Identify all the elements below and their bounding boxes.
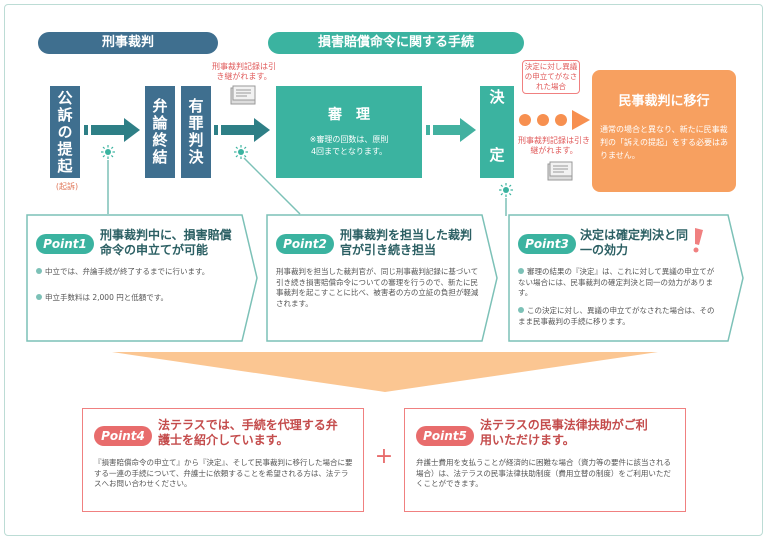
trial-title: 審 理 [328, 107, 370, 123]
sun-icon-1 [101, 145, 115, 159]
point3-bullet-2: この決定に対し、異議の申立てがなされた場合は、そのまま民事裁判の手続に移ります。 [518, 306, 715, 326]
point3-badge: Point3 [518, 234, 576, 254]
civil-body: 通常の場合と異なり、新たに民事裁判の「訴えの提起」をする必要はありません。 [600, 125, 728, 160]
decision-box: 決 定 [480, 86, 514, 178]
indictment-box: 公訴の提起 [50, 86, 80, 178]
civil-trial-box: 民事裁判に移行 通常の場合と異なり、新たに民事裁判の「訴えの提起」をする必要はあ… [592, 70, 736, 192]
exclamation-icon [693, 228, 703, 253]
point3-title: 決定は確定判決と同一の効力 [580, 228, 689, 257]
header-criminal-trial: 刑事裁判 [38, 32, 218, 54]
header-compensation-procedure: 損害賠償命令に関する手続 [268, 32, 524, 54]
point1-bullet-1: 中立では、弁論手続が終了するまでに行います。 [36, 267, 236, 278]
point5-badge: Point5 [416, 426, 474, 446]
objection-note: 決定に対し異議の申立てがなされた場合 [522, 60, 580, 94]
sun-icon-2 [234, 145, 248, 159]
guilty-verdict-box: 有罪判決 [181, 86, 211, 178]
connector-lines [107, 157, 507, 216]
dots-arrow [519, 110, 590, 130]
plus-sign: + [374, 444, 394, 469]
document-stack-icon-2 [547, 161, 573, 181]
trial-box: 審 理 ※審理の回数は、原則 4回までとなります。 [276, 86, 422, 178]
point4-body: 『損害賠償命令の申立て』から『決定』、そして民事裁判に移行した場合に要する一連の… [94, 458, 353, 488]
point5-box [404, 408, 686, 512]
page-frame [4, 4, 763, 536]
civil-title: 民事裁判に移行 [618, 94, 710, 109]
sun-icon-3 [499, 183, 513, 197]
point2-badge: Point2 [276, 234, 334, 254]
point5-body: 弁護士費用を支払うことが経済的に困難な場合（資力等の要件に該当される場合）は、法… [416, 458, 671, 488]
point2-title: 刑事裁判を担当した裁判官が引き続き担当 [340, 228, 473, 257]
point2-body: 刑事裁判を担当した裁判官が、同じ刑事裁判記録に基づいて引き続き損害賠償命令につい… [276, 267, 479, 308]
closing-box: 弁論終結 [145, 86, 175, 178]
point1-bullet-2: 申立手数料は 2,000 円と低額です。 [36, 293, 236, 304]
point4-badge: Point4 [94, 426, 152, 446]
indictment-note: (起訴) [55, 182, 79, 191]
point4-title: 法テラスでは、手続を代理する弁護士を紹介しています。 [158, 418, 338, 447]
point1-title: 刑事裁判中に、損害賠償命令の申立てが可能 [100, 228, 232, 257]
point4-box [82, 408, 364, 512]
point3-bullet-1: 審理の結果の『決定』は、これに対して異議の申立てがない場合には、民事裁判の確定判… [518, 267, 715, 297]
arrow-3 [426, 118, 476, 142]
point5-title: 法テラスの民事法律扶助がご利用いただけます。 [480, 418, 648, 447]
record-note-top: 刑事裁判記録は引き継がれます。 [212, 62, 276, 81]
funnel-arrow [112, 352, 658, 392]
document-stack-icon [230, 85, 256, 105]
record-note-bottom: 刑事裁判記録は引き継がれます。 [518, 136, 590, 155]
trial-note: ※審理の回数は、原則 4回までとなります。 [309, 135, 389, 156]
arrow-1 [84, 118, 140, 142]
arrow-2 [214, 118, 270, 142]
point1-badge: Point1 [36, 234, 94, 254]
